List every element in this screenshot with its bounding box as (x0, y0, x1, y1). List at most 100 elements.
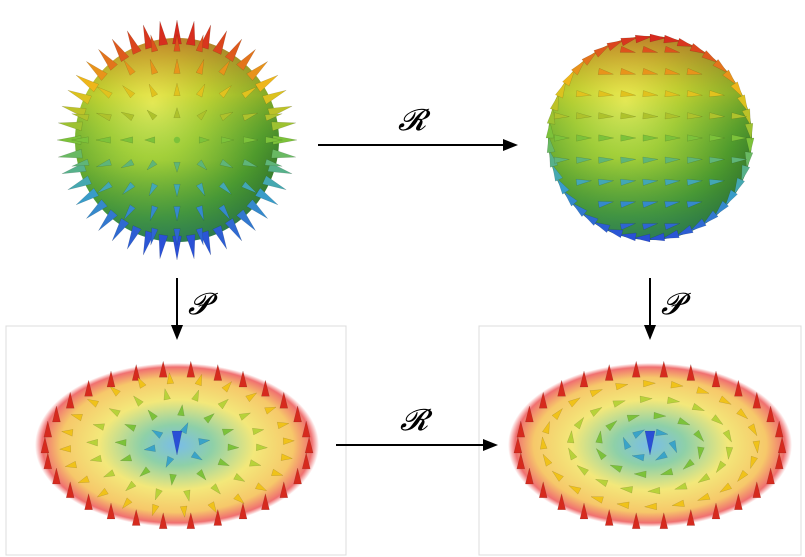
field-arrow (132, 395, 144, 407)
field-arrow (86, 61, 108, 81)
field-arrow (582, 213, 599, 226)
field-arrow (744, 122, 754, 140)
field-arrow (718, 395, 733, 405)
field-arrow (642, 201, 658, 209)
field-arrow (148, 83, 159, 98)
field-arrow (620, 37, 638, 47)
field-arrow (573, 416, 585, 430)
field-arrow (701, 50, 718, 63)
field-arrow (242, 112, 258, 122)
field-arrow (598, 112, 614, 120)
field-arrow (709, 112, 725, 120)
projection-label-right: 𝓟 (661, 287, 691, 322)
field-arrow (102, 469, 116, 478)
field-arrow (709, 134, 725, 142)
field-arrow (219, 111, 234, 122)
field-arrow (553, 156, 570, 164)
field-arrow (120, 158, 135, 169)
field-arrow (734, 493, 743, 510)
field-arrow (642, 178, 658, 186)
field-arrow (641, 223, 658, 231)
field-arrow (664, 45, 680, 53)
field-arrow (734, 177, 745, 195)
field-arrow (731, 112, 747, 120)
field-arrow (158, 512, 168, 530)
field-arrow (745, 137, 755, 155)
field-arrow (238, 502, 248, 520)
field-arrow (598, 156, 614, 164)
field-arrow (58, 148, 83, 159)
field-arrow (256, 443, 269, 452)
field-arrow (96, 487, 109, 498)
field-arrow (619, 45, 636, 53)
field-arrow (525, 405, 534, 423)
field-arrow (552, 164, 564, 182)
field-arrow (171, 430, 183, 456)
field-arrow (173, 58, 181, 74)
field-arrow (254, 74, 279, 93)
field-arrow (659, 467, 674, 476)
field-arrow (279, 481, 289, 499)
field-arrow (642, 90, 658, 98)
field-arrow (516, 452, 526, 470)
field-arrow (224, 217, 243, 242)
field-arrow (673, 482, 688, 490)
field-arrow (619, 232, 637, 242)
field-arrow (563, 191, 578, 207)
field-arrow (271, 468, 284, 476)
field-arrow (691, 402, 706, 412)
projection-arrow-left: 𝓟 (171, 278, 218, 340)
field-arrow (236, 49, 256, 71)
field-arrow (71, 158, 90, 167)
field-arrow (183, 489, 191, 503)
field-arrow (734, 380, 743, 397)
field-arrow (556, 178, 570, 195)
field-arrow (572, 202, 588, 218)
field-arrow (546, 107, 556, 125)
field-arrow (567, 485, 582, 495)
field-arrow (593, 222, 611, 233)
field-arrow (516, 421, 526, 438)
field-arrow (598, 90, 614, 98)
field-arrow (567, 447, 578, 461)
field-arrow (631, 512, 641, 530)
field-arrow (218, 204, 231, 220)
field-arrow (43, 421, 53, 438)
field-arrow (131, 364, 141, 381)
field-arrow (212, 30, 228, 55)
field-arrow (304, 436, 314, 454)
field-arrow (158, 361, 168, 378)
field-arrow (730, 81, 744, 98)
field-arrow (689, 43, 707, 54)
field-arrow (95, 136, 111, 144)
field-arrow (538, 392, 548, 409)
field-arrow (262, 175, 287, 191)
field-arrow (686, 90, 703, 98)
field-arrow (752, 481, 762, 499)
field-arrow (712, 58, 728, 74)
field-arrow (594, 478, 609, 488)
field-arrow (84, 380, 93, 397)
field-arrow (149, 59, 159, 75)
field-arrow (123, 60, 136, 76)
field-arrow (741, 164, 751, 182)
field-arrow (163, 387, 171, 401)
field-arrow (264, 113, 283, 122)
field-arrow (545, 121, 555, 139)
field-arrow (246, 199, 268, 219)
field-arrow (198, 438, 211, 446)
field-arrow (86, 398, 100, 408)
field-arrow (538, 481, 548, 499)
field-arrow (86, 199, 108, 219)
field-arrow (173, 161, 181, 174)
disk-rotated-vectors (513, 361, 787, 530)
field-arrow (198, 136, 211, 144)
field-arrow (98, 49, 118, 71)
field-arrow (686, 509, 696, 526)
field-arrow (663, 34, 681, 44)
field-arrow (280, 453, 294, 461)
field-arrow (85, 438, 98, 447)
field-arrow (111, 38, 130, 63)
field-arrow (686, 364, 696, 381)
field-arrow (542, 453, 553, 467)
